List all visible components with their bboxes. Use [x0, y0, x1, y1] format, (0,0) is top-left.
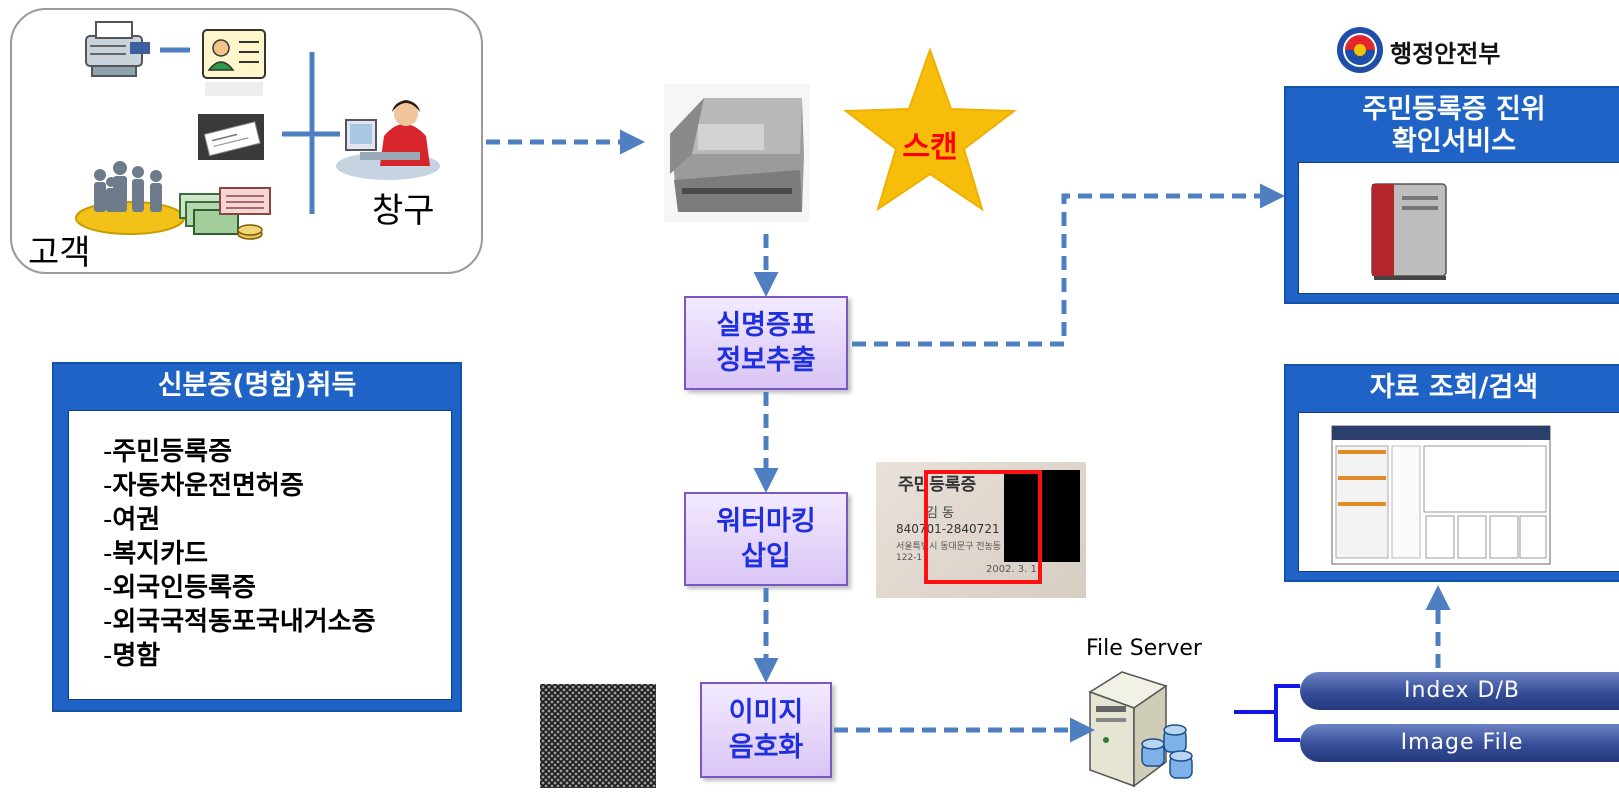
list-dash: -	[103, 607, 113, 637]
index-db-storage: Index D/B	[1300, 672, 1619, 710]
search-panel: 자료 조회/검색	[1284, 364, 1619, 582]
id-document-label: 외국국적동포국내거소증	[112, 607, 376, 637]
id-document-label: 복지카드	[112, 539, 209, 569]
id-sample-number: 840701-2840721	[896, 522, 1000, 536]
scan-label: 스캔	[902, 130, 958, 165]
watermark-highlight-box	[924, 470, 1042, 584]
customer-label: 고객	[28, 233, 91, 273]
encrypted-image-sample	[540, 684, 656, 788]
counter-label: 창구	[372, 191, 435, 231]
image-file-storage: Image File	[1300, 724, 1619, 762]
verification-panel-title: 주민등록증 진위 확인서비스	[1362, 94, 1546, 158]
id-document-label: 외국인등록증	[112, 573, 256, 603]
id-document-item: -여권	[103, 503, 451, 537]
verification-panel-body	[1298, 162, 1619, 294]
id-acquisition-title: 신분증(명함)취득	[157, 370, 357, 401]
watermark-step: 워터마킹 삽입	[684, 492, 848, 586]
id-photo-redacted	[1004, 470, 1080, 562]
list-dash: -	[103, 573, 113, 603]
list-dash: -	[103, 471, 113, 501]
id-document-label: 주민등록증	[112, 437, 232, 467]
search-panel-body	[1298, 412, 1619, 572]
image-encrypt-step: 이미지 음호화	[700, 682, 832, 778]
list-dash: -	[103, 437, 113, 467]
extract-info-step: 실명증표 정보추출	[684, 296, 848, 390]
id-document-label: 명함	[112, 641, 161, 671]
id-sample-name: 김 동	[926, 506, 955, 521]
id-acquisition-body: -주민등록증-자동차운전면허증-여권-복지카드-외국인등록증-외국국적동포국내거…	[68, 410, 452, 700]
id-sample-date: 2002. 3. 1.	[986, 564, 1041, 575]
id-document-item: -복지카드	[103, 537, 451, 571]
id-document-item: -외국국적동포국내거소증	[103, 605, 451, 639]
list-dash: -	[103, 505, 113, 535]
id-sample-address: 서울특별시 동대문구 전농동 122-1	[896, 542, 1002, 563]
id-document-label: 여권	[112, 505, 161, 535]
verification-panel: 주민등록증 진위 확인서비스	[1284, 86, 1619, 304]
watermarked-id-card-image: 주민등록증 김 동 840701-2840721 서울특별시 동대문구 전농동 …	[876, 462, 1086, 598]
id-document-item: -명함	[103, 639, 451, 673]
id-document-label: 자동차운전면허증	[112, 471, 304, 501]
id-document-item: -외국인등록증	[103, 571, 451, 605]
list-dash: -	[103, 641, 113, 671]
id-document-item: -자동차운전면허증	[103, 469, 451, 503]
id-document-item: -주민등록증	[103, 435, 451, 469]
search-panel-title: 자료 조회/검색	[1369, 372, 1539, 403]
file-server-label: File Server	[1086, 636, 1202, 661]
ministry-name: 행정안전부	[1390, 40, 1501, 68]
id-acquisition-panel: 신분증(명함)취득 -주민등록증-자동차운전면허증-여권-복지카드-외국인등록증…	[52, 362, 462, 712]
storage-connector	[1234, 684, 1300, 742]
id-document-list: -주민등록증-자동차운전면허증-여권-복지카드-외국인등록증-외국국적동포국내거…	[103, 435, 451, 673]
list-dash: -	[103, 539, 113, 569]
id-sample-heading: 주민등록증	[898, 475, 977, 495]
